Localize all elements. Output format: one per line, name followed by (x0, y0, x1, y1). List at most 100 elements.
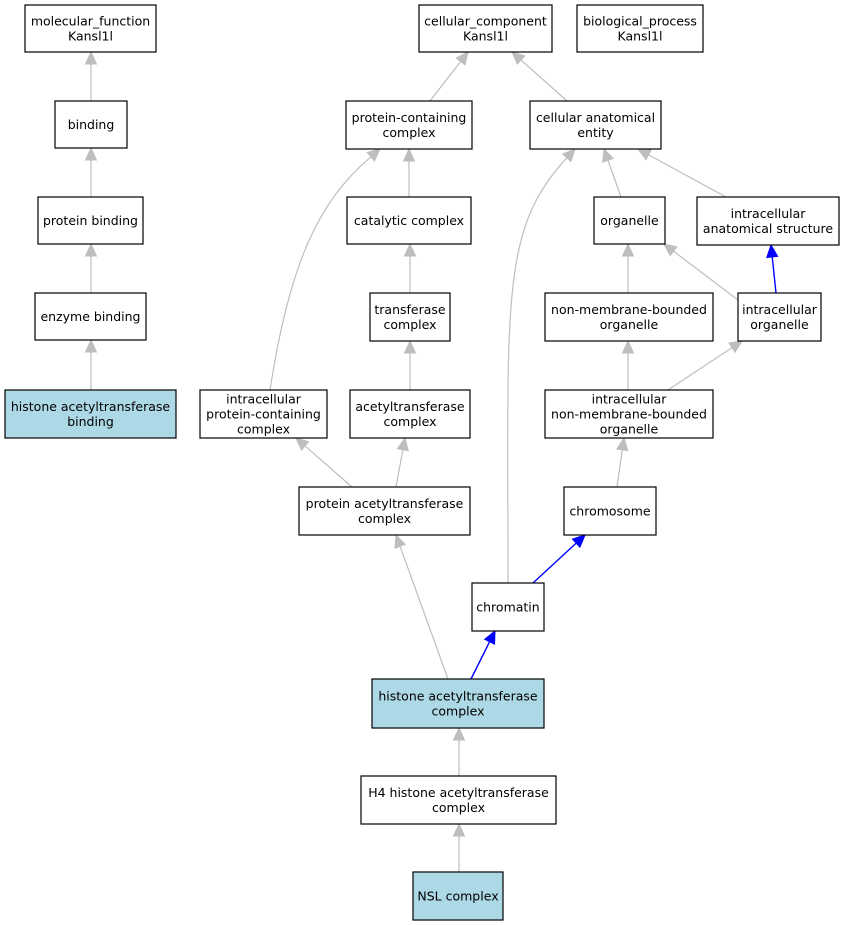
edge-organelle-to-cellular_anatomical_entity-arrowhead (602, 147, 615, 163)
node-label-line: protein-containing (206, 407, 321, 422)
node-label-line: entity (577, 125, 614, 140)
edge-cellular_anatomical_entity-to-cellular_component-arrowhead (511, 51, 526, 66)
edge-nmb_organelle-to-organelle-arrowhead (621, 242, 635, 257)
node-organelle[interactable]: organelle (593, 196, 666, 245)
node-label-line: complex (432, 800, 485, 815)
node-label-line: organelle (600, 213, 659, 228)
node-label-line: protein acetyltransferase (306, 496, 464, 511)
node-label-line: acetyltransferase (355, 399, 465, 414)
node-box (369, 292, 451, 342)
node-label-line: molecular_function (31, 14, 150, 29)
node-box (412, 871, 504, 921)
edge-protein_binding-to-binding-arrowhead (84, 146, 98, 161)
edge-chromatin-to-cellular_anatomical_entity (507, 157, 568, 584)
edge-hat_complex-to-protein_acetyltransferase_complex-arrowhead (394, 533, 407, 549)
edge-catalytic_complex-to-protein_containing_complex-arrowhead (402, 147, 416, 162)
node-label-line: non-membrane-bounded (551, 302, 707, 317)
node-label-line: anatomical structure (703, 221, 833, 236)
node-label-line: complex (237, 422, 290, 437)
edge-enzyme_binding-to-protein_binding-arrowhead (84, 242, 98, 257)
node-label-line: Kansl1l (618, 29, 663, 44)
node-label-line: protein-containing (352, 110, 467, 125)
node-label-line: organelle (600, 317, 659, 332)
node-box (349, 389, 471, 439)
node-nsl_complex[interactable]: NSL complex (412, 871, 504, 921)
edge-h4_hat_complex-to-hat_complex-arrowhead (452, 726, 466, 741)
node-label-line: cellular_component (424, 14, 547, 29)
node-box (471, 582, 545, 632)
node-label-line: non-membrane-bounded (551, 407, 707, 422)
edge-transferase_complex-to-catalytic_complex-arrowhead (403, 242, 417, 257)
node-box (34, 292, 147, 341)
edge-intracellular_nmb_organelle-to-intracellular_organelle (667, 347, 733, 391)
node-label-line: intracellular (592, 392, 668, 407)
edge-protein_acetyltransferase_complex-to-acetyltransferase_complex-arrowhead (396, 436, 409, 452)
node-label-line: protein binding (43, 213, 138, 228)
node-label-line: intracellular (731, 206, 807, 221)
edge-protein_acetyltransferase_complex-to-intracellular_pcc (304, 445, 353, 488)
node-intracellular_nmb_organelle[interactable]: intracellularnon-membrane-boundedorganel… (544, 389, 714, 439)
node-box (529, 100, 662, 150)
edge-chromosome-to-intracellular_nmb_organelle-arrowhead (616, 436, 629, 452)
node-label-line: organelle (600, 422, 659, 437)
edge-cellular_anatomical_entity-to-cellular_component (520, 59, 568, 102)
node-box (418, 4, 553, 53)
node-box (54, 100, 128, 149)
node-label-line: intracellular (226, 392, 302, 407)
edge-protein_acetyltransferase_complex-to-intracellular_pcc-arrowhead (295, 437, 310, 451)
edge-organelle-to-cellular_anatomical_entity (607, 160, 622, 198)
node-box (37, 196, 144, 245)
node-box (4, 389, 177, 439)
edge-hat_complex-to-protein_acetyltransferase_complex (399, 546, 449, 680)
node-chromatin[interactable]: chromatin (471, 582, 545, 632)
node-label-line: complex (384, 414, 437, 429)
edge-protein_containing_complex-to-cellular_component-arrowhead (455, 51, 469, 66)
node-protein_binding[interactable]: protein binding (37, 196, 144, 245)
node-box (544, 292, 714, 342)
node-box (360, 775, 557, 825)
node-box (696, 196, 840, 246)
edge-intracellular_organelle-to-intracellular_anatomical_structure (771, 256, 777, 294)
edge-intracellular_pcc-to-protein_containing_complex (269, 156, 372, 391)
node-label-line: complex (358, 511, 411, 526)
node-label-line: histone acetyltransferase (11, 399, 171, 414)
node-catalytic_complex[interactable]: catalytic complex (346, 196, 472, 245)
edge-intracellular_nmb_organelle-to-nmb_organelle-arrowhead (621, 339, 635, 354)
node-label-line: binding (67, 414, 114, 429)
node-label-line: H4 histone acetyltransferase (368, 785, 549, 800)
edge-intracellular_organelle-to-organelle (673, 250, 739, 301)
node-box (199, 389, 328, 439)
edge-protein_containing_complex-to-cellular_component (429, 61, 462, 102)
edge-chromatin-to-chromosome (532, 542, 577, 584)
node-binding[interactable]: binding (54, 100, 128, 149)
node-label-line: biological_process (583, 14, 697, 29)
edge-intracellular_anatomical_structure-to-cellular_anatomical_entity (648, 154, 727, 198)
edge-binding-to-molecular_function-arrowhead (84, 50, 98, 65)
node-box (563, 486, 657, 536)
edge-intracellular_organelle-to-intracellular_anatomical_structure-arrowhead (766, 243, 779, 259)
node-chromosome[interactable]: chromosome (563, 486, 657, 536)
edge-intracellular_pcc-to-protein_containing_complex-arrowhead (366, 148, 381, 162)
node-enzyme_binding[interactable]: enzyme binding (34, 292, 147, 341)
node-label-line: chromatin (476, 600, 539, 615)
node-box (576, 4, 704, 53)
edge-chromatin-to-chromosome-arrowhead (571, 534, 586, 549)
node-label-line: Kansl1l (68, 29, 113, 44)
edge-intracellular_anatomical_structure-to-cellular_anatomical_entity-arrowhead (636, 148, 652, 161)
node-label-line: histone acetyltransferase (378, 689, 538, 704)
